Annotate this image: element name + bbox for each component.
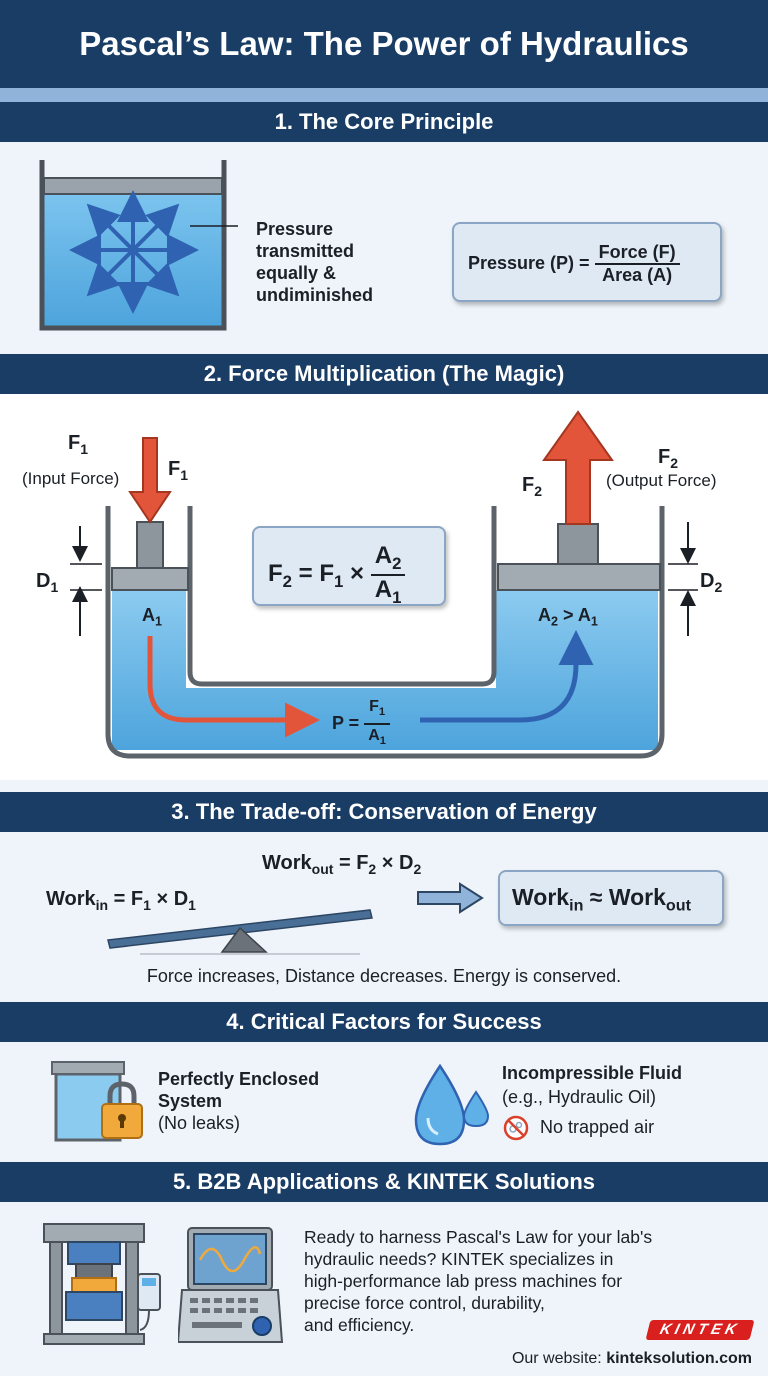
enclosed-system-title: Perfectly Enclosed System <box>158 1069 320 1111</box>
small-piston-rod <box>136 521 164 569</box>
small-piston <box>111 567 189 591</box>
formula-denominator: Area (A) <box>602 265 673 285</box>
section5-heading: 5. B2B Applications & KINTEK Solutions <box>0 1162 768 1202</box>
large-piston-rod <box>557 523 599 565</box>
website-line: Our website: kinteksolution.com <box>512 1350 752 1368</box>
input-force-label: (Input Force) <box>22 469 120 488</box>
pressure-transmitted-label: Pressure transmitted equally & undiminis… <box>256 218 373 306</box>
kintek-logo: KINTEK <box>645 1320 755 1340</box>
pressure-flow-out <box>420 630 594 723</box>
label-line-2: transmitted <box>256 241 355 261</box>
a1-label: A1 <box>142 605 163 629</box>
no-air-icon <box>503 1115 529 1141</box>
incompressible-fluid-title: Incompressible Fluid <box>502 1063 683 1083</box>
formula-left: Pressure (P) = <box>468 252 590 273</box>
large-piston <box>497 563 661 591</box>
section3-heading-text: 3. The Trade-off: Conservation of Energy <box>171 799 597 824</box>
section3-heading: 3. The Trade-off: Conservation of Energy <box>0 792 768 832</box>
radial-arrows <box>69 190 199 314</box>
website-link[interactable]: kinteksolution.com <box>606 1350 752 1367</box>
vessel-outer-wall <box>105 506 665 759</box>
f2-arrow-label: F2 <box>522 474 543 499</box>
label-line-4: undiminished <box>256 285 373 305</box>
input-force-arrow <box>128 437 172 524</box>
enclosed-tank-lock-icon <box>51 1061 143 1142</box>
vessel-inner-wall <box>187 506 497 687</box>
section4-heading: 4. Critical Factors for Success <box>0 1002 768 1042</box>
force-multiplication-formula-box: F2 = F1 × A2 A1 <box>252 526 446 607</box>
f1-top-label: F1 <box>68 432 89 457</box>
work-in-equation: Workin = F1 × D1 <box>46 888 196 913</box>
section2-heading-text: 2. Force Multiplication (The Magic) <box>203 361 565 386</box>
formula-numerator: Force (F) <box>594 242 680 265</box>
website-label: Our website: <box>511 1350 607 1367</box>
label-line-1: Pressure <box>256 219 334 239</box>
incompressible-fluid-note: (e.g., Hydraulic Oil) <box>502 1087 657 1107</box>
work-out-equation: Workout = F2 × D2 <box>262 852 422 877</box>
section1-heading: 1. The Core Principle <box>0 102 768 142</box>
d1-label: D1 <box>36 570 59 595</box>
section1-heading-text: 1. The Core Principle <box>274 109 494 134</box>
pressure-flow-in <box>147 636 320 738</box>
hydraulic-press-diagram <box>70 410 698 759</box>
hydraulic-fluid <box>112 590 658 750</box>
section2-heading: 2. Force Multiplication (The Magic) <box>0 354 768 394</box>
seesaw-diagram <box>107 909 373 955</box>
title-bar: Pascal’s Law: The Power of Hydraulics <box>0 0 768 88</box>
section5-heading-text: 5. B2B Applications & KINTEK Solutions <box>172 1169 596 1194</box>
kintek-description: Ready to harness Pascal's Law for your l… <box>304 1227 653 1335</box>
section4-panel <box>0 1042 768 1162</box>
lab-press-machine-icon <box>43 1223 161 1345</box>
fluid-droplet-icon <box>414 1063 490 1146</box>
pressure-formula-box: Pressure (P) = Force (F) Area (A) <box>452 222 722 302</box>
page-title: Pascal’s Law: The Power of Hydraulics <box>79 25 689 62</box>
label-line-3: equally & <box>256 263 337 283</box>
a2-gt-a1-label: A2 > A1 <box>538 605 598 629</box>
d2-label: D2 <box>700 570 723 595</box>
title-stripe <box>0 88 768 102</box>
section4-heading-text: 4. Critical Factors for Success <box>226 1009 542 1034</box>
f2-top-label: F2 <box>658 446 679 471</box>
output-force-label: (Output Force) <box>606 471 717 490</box>
pressure-container-diagram <box>39 160 238 331</box>
no-trapped-air-label: No trapped air <box>540 1117 655 1137</box>
implies-arrow <box>417 882 484 914</box>
energy-conservation-box: Workin ≈ Workout <box>498 870 724 926</box>
enclosed-system-note: (No leaks) <box>158 1113 241 1133</box>
energy-caption: Force increases, Distance decreases. Ene… <box>146 966 622 986</box>
control-unit-icon <box>178 1227 284 1343</box>
f1-arrow-label: F1 <box>168 458 189 483</box>
output-force-arrow <box>542 410 614 525</box>
pressure-equation-label: P = F1 A1 <box>332 696 391 752</box>
